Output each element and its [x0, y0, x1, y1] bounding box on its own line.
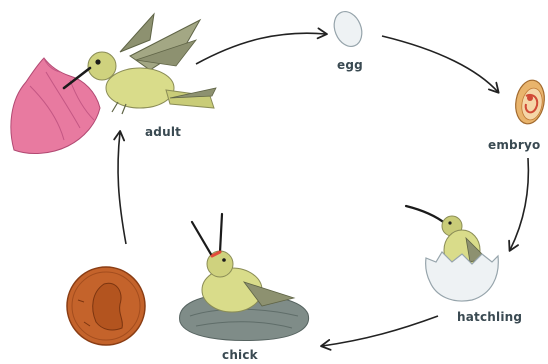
- label-hatchling: hatchling: [457, 310, 522, 324]
- label-embryo: embryo: [488, 138, 540, 152]
- arrow-chick-to-adult: [118, 132, 126, 244]
- penny-icon: [67, 267, 145, 345]
- flower-icon: [11, 58, 100, 153]
- hatchling-icon: [406, 206, 498, 301]
- label-chick: chick: [222, 348, 258, 362]
- label-adult: adult: [145, 125, 181, 139]
- egg-icon: [329, 7, 367, 50]
- arrow-embryo-to-hatchling: [510, 158, 528, 250]
- embryo-egg-icon: [512, 78, 547, 126]
- arrow-hatchling-to-chick: [322, 316, 438, 346]
- chick-in-nest-icon: [180, 214, 309, 340]
- arrow-egg-to-embryo: [382, 36, 498, 92]
- arrow-adult-to-egg: [196, 33, 326, 64]
- label-egg: egg: [337, 58, 363, 72]
